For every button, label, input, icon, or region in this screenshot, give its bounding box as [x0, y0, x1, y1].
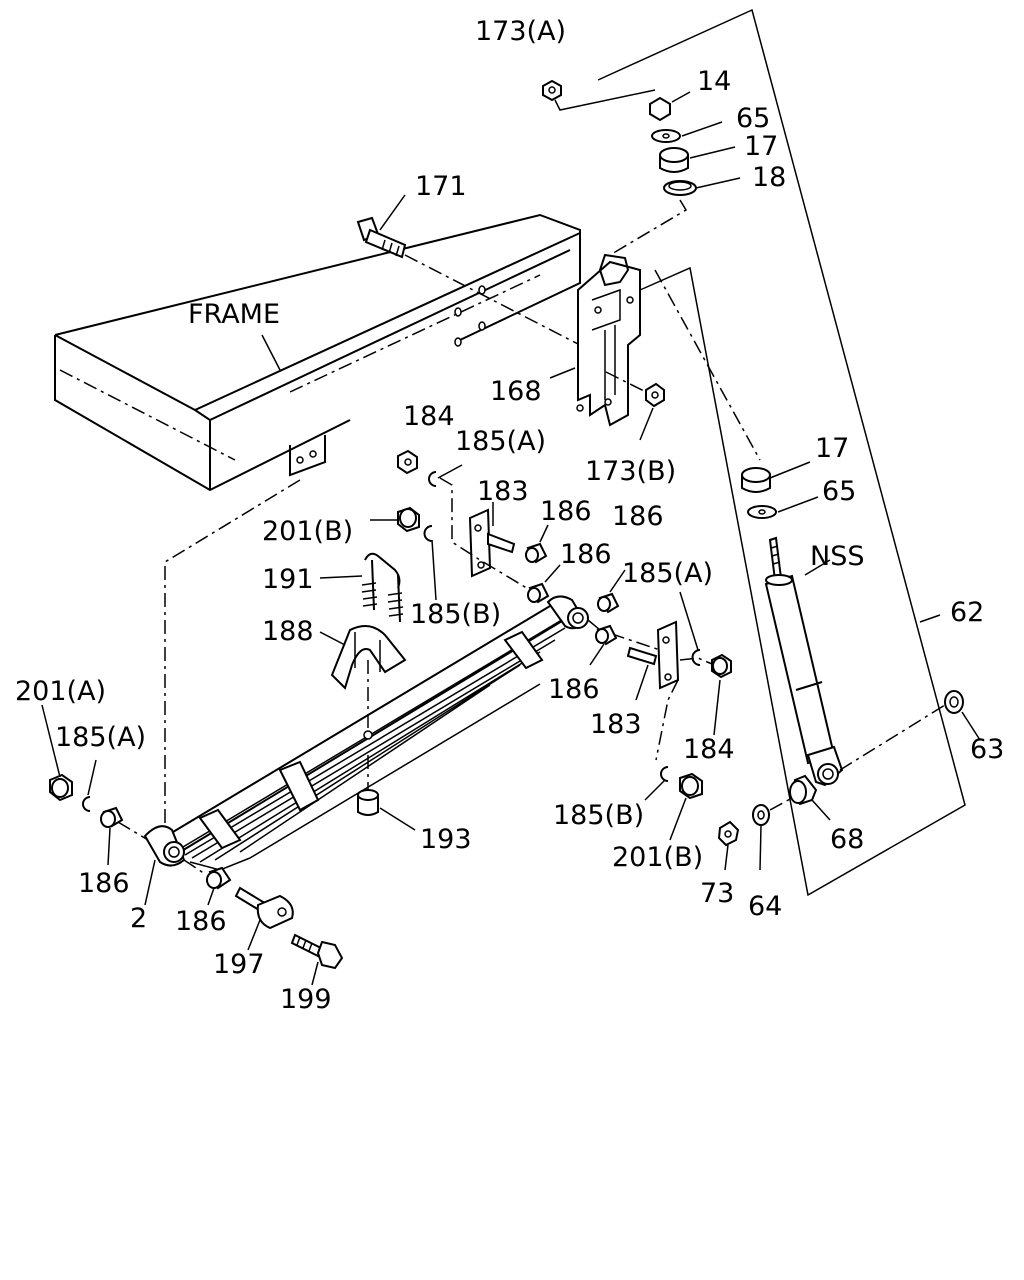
- washer-65-mid: [747, 505, 777, 519]
- clip-185a-left: [82, 796, 91, 812]
- label-201b-lower: 201(B): [612, 842, 703, 873]
- label-171: 171: [415, 171, 467, 202]
- leaf-spring-2: [143, 595, 589, 871]
- retainer-18: [663, 180, 697, 196]
- label-185a-right: 185(A): [622, 558, 713, 589]
- label-183-lower: 183: [590, 709, 642, 740]
- spring-seat-188: [330, 625, 407, 690]
- bolt-171: [356, 216, 407, 259]
- label-17-mid: 17: [815, 433, 849, 464]
- label-62: 62: [950, 597, 984, 628]
- nut-173a: [542, 79, 562, 102]
- label-65-mid: 65: [822, 476, 856, 507]
- label-frame: FRAME: [188, 299, 280, 330]
- label-186-c: 186: [560, 539, 612, 570]
- nut-14: [649, 96, 671, 122]
- bushing-17-top: [659, 147, 689, 173]
- label-17-top: 17: [744, 131, 778, 162]
- label-168: 168: [490, 376, 542, 407]
- label-184-left: 184: [403, 401, 455, 432]
- label-186-bottom: 186: [175, 906, 227, 937]
- shock-absorber-nss: [764, 536, 844, 787]
- label-185a-left: 185(A): [55, 722, 146, 753]
- label-2: 2: [130, 903, 147, 934]
- frame-rail: [54, 213, 581, 492]
- washer-63: [944, 690, 964, 714]
- label-199: 199: [280, 984, 332, 1015]
- label-197: 197: [213, 949, 265, 980]
- pin-197: [234, 886, 294, 930]
- label-185b-lower: 185(B): [553, 800, 644, 831]
- nut-73: [717, 820, 740, 847]
- label-188: 188: [262, 616, 314, 647]
- label-14: 14: [697, 66, 731, 97]
- bushing-17-mid: [741, 467, 771, 493]
- label-65-top: 65: [736, 103, 770, 134]
- label-73: 73: [700, 878, 734, 909]
- shackle-plate-183-lower: [626, 620, 680, 690]
- bushing-186-left: [100, 806, 124, 828]
- nut-201a: [49, 773, 73, 802]
- bushing-186-a: [525, 542, 548, 564]
- bolt-199: [290, 933, 344, 970]
- bushing-68: [789, 774, 818, 806]
- label-186-d: 186: [548, 674, 600, 705]
- label-64: 64: [748, 891, 782, 922]
- label-186-a: 186: [540, 496, 592, 527]
- u-bolt-191: [361, 552, 404, 623]
- label-186-b: 186: [612, 501, 664, 532]
- nut-184-left: [397, 449, 418, 475]
- label-63: 63: [970, 734, 1004, 765]
- part-labels: 173(A) 14 65 17 18 171 FRAME 168 184 185…: [15, 16, 1004, 1015]
- bolt-171-axis: [404, 254, 581, 346]
- label-173b: 173(B): [585, 456, 676, 487]
- clip-185a-right: [691, 649, 701, 666]
- spacer-193: [357, 789, 379, 816]
- label-nss: NSS: [810, 541, 864, 572]
- clip-185a-mid: [428, 471, 437, 487]
- center-bolt: [363, 730, 373, 740]
- nut-173b: [645, 382, 665, 408]
- bushing-186-d: [595, 624, 618, 646]
- bushing-186-c: [597, 592, 620, 614]
- nut-184-right: [711, 653, 732, 679]
- label-201b-left: 201(B): [262, 516, 353, 547]
- label-185b-mid: 185(B): [410, 599, 501, 630]
- nut-201b-left: [397, 506, 420, 533]
- label-191: 191: [262, 564, 314, 595]
- label-183-upper: 183: [477, 476, 529, 507]
- kit-62-outline: [597, 8, 966, 897]
- washer-65-top: [651, 129, 681, 143]
- bushing-186-bottom: [206, 866, 232, 890]
- washer-64: [752, 804, 770, 826]
- nut-201b-lower: [679, 772, 703, 800]
- label-18: 18: [752, 162, 786, 193]
- label-173a: 173(A): [475, 16, 566, 47]
- shock-bracket-168: [576, 253, 641, 427]
- label-201a: 201(A): [15, 676, 106, 707]
- label-193: 193: [420, 824, 472, 855]
- label-185a-mid: 185(A): [455, 426, 546, 457]
- clip-185b-mid: [423, 525, 433, 542]
- label-184-right: 184: [683, 734, 735, 765]
- label-68: 68: [830, 824, 864, 855]
- clip-185b-lower: [660, 766, 669, 782]
- bushing-186-b: [527, 582, 550, 604]
- label-186-left: 186: [78, 868, 130, 899]
- shackle-plate-183-upper: [468, 508, 516, 578]
